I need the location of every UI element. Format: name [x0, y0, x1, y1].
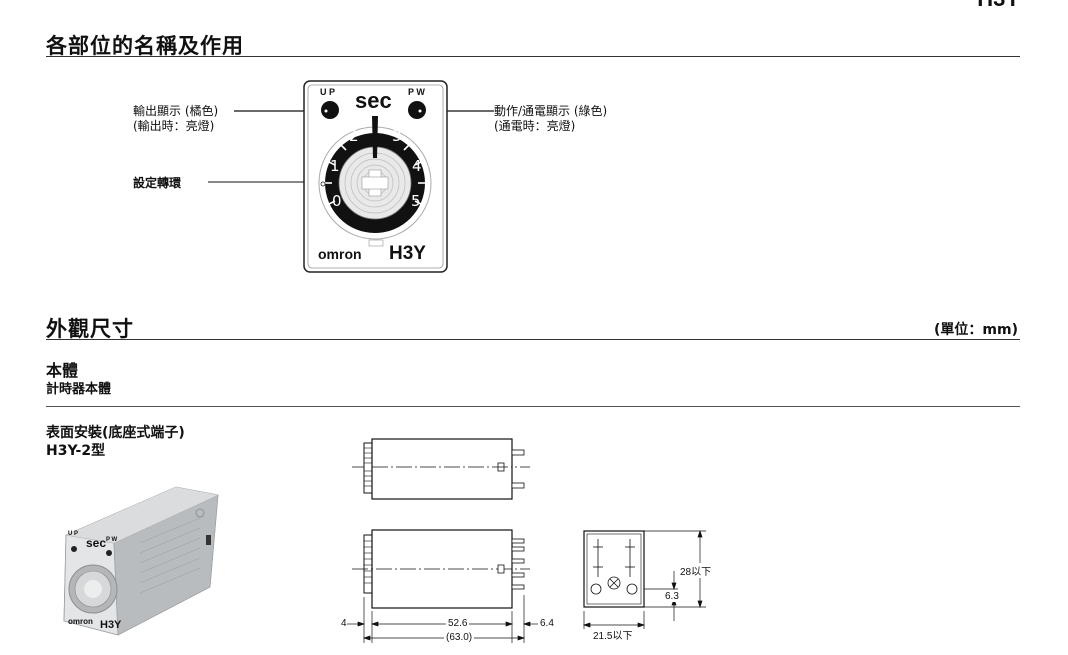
mount-title: 表面安裝(底座式端子)	[46, 425, 185, 441]
parts-section-title: 各部位的名稱及作用	[46, 34, 244, 58]
body-rule	[46, 406, 1020, 407]
body-title: 本體	[46, 361, 79, 380]
dial-number-4: 4	[412, 157, 422, 175]
brand-logo: omron	[318, 246, 362, 262]
rear-view-drawing	[582, 529, 706, 629]
photo-pw-label: P W	[106, 537, 118, 543]
dial-number-1: 1	[330, 157, 340, 175]
mount-model: H3Y-2型	[46, 443, 106, 459]
power-indicator-label: 動作/通電顯示 (綠色)	[494, 104, 608, 118]
dial-number-2: 2	[349, 127, 359, 145]
output-indicator-note: (輸出時：亮燈)	[133, 119, 215, 133]
photo-unit-label: sec	[86, 536, 107, 550]
pw-indicator-label: P W	[408, 87, 425, 97]
dial-number-3: 3	[392, 127, 402, 145]
dim-length: 52.6	[446, 618, 470, 629]
model-label: H3Y	[389, 243, 426, 264]
output-indicator-label: 輸出顯示 (橘色)	[133, 104, 219, 118]
top-view-drawing	[352, 438, 530, 500]
dimensions-section-title: 外觀尺寸	[46, 317, 134, 341]
dial-number-5: 5	[411, 192, 421, 210]
timer-front-illustration: U P P W sec 0 1 2 3 4 5 omron H3Y	[303, 80, 448, 273]
dim-pin: 6.3	[665, 591, 679, 602]
parts-section-rule	[46, 56, 1020, 57]
dial-number-0: 0	[332, 192, 342, 210]
setting-knob-label: 設定轉環	[133, 176, 182, 190]
dimensions-section-rule	[46, 339, 1020, 340]
time-unit-label: sec	[355, 88, 392, 113]
photo-up-label: U P	[68, 531, 79, 537]
photo-brand-logo: omron	[68, 617, 93, 626]
side-view-drawing	[346, 529, 538, 643]
leader-lines	[208, 110, 494, 183]
dim-width: 21.5以下	[593, 627, 633, 642]
power-indicator-note: (通電時：亮燈)	[494, 119, 576, 133]
photo-model-label: H3Y	[100, 619, 122, 631]
product-photo: U P P W sec omron H3Y	[60, 483, 220, 643]
dim-overall: (63.0)	[444, 632, 475, 643]
dim-front: 4	[341, 618, 347, 629]
body-subtitle: 計時器本體	[46, 382, 112, 397]
dim-terminal: 6.4	[540, 618, 554, 629]
unit-note: (單位：mm)	[934, 322, 1018, 338]
page-tag: H3Y	[977, 0, 1020, 12]
up-indicator-label: U P	[320, 87, 336, 97]
dim-height: 28以下	[680, 563, 712, 578]
